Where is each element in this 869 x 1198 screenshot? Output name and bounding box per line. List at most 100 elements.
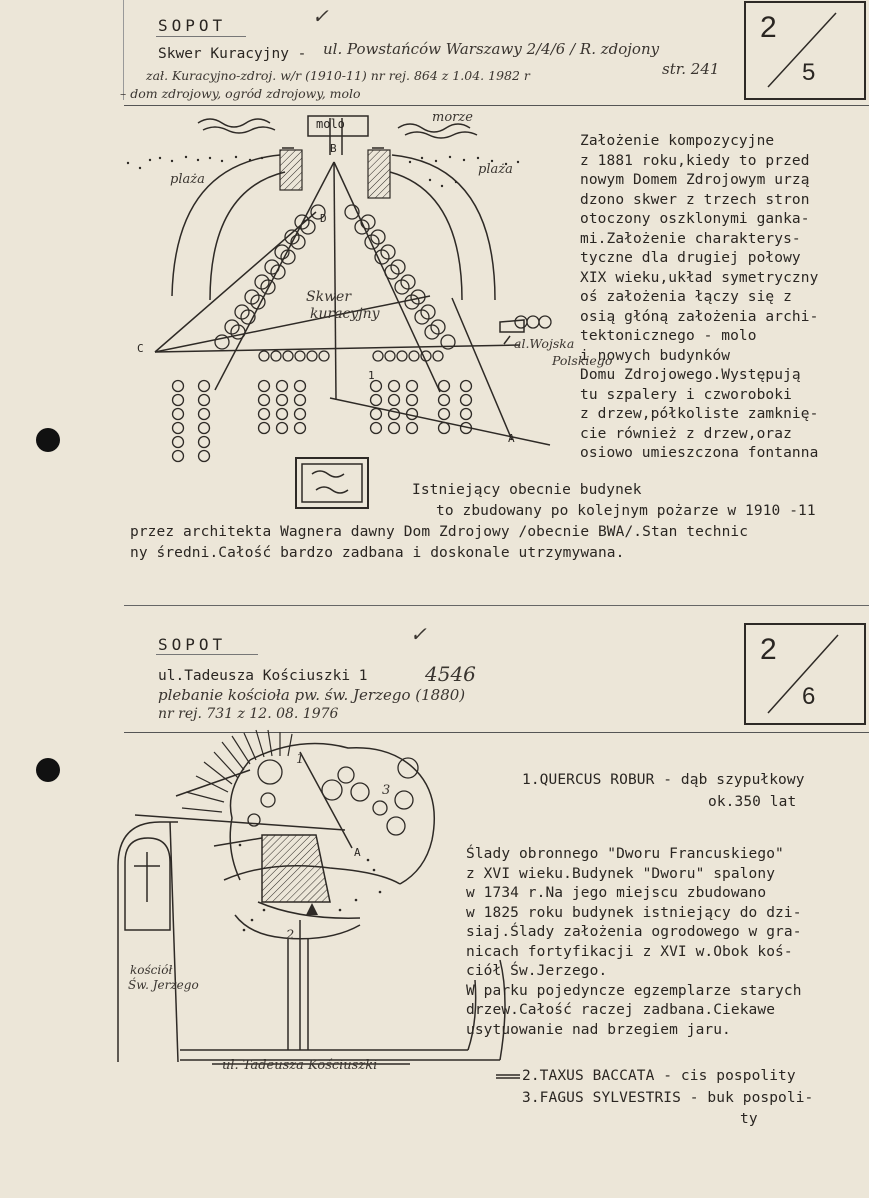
tree-symbol [293,407,307,421]
tree-symbol [387,421,401,435]
tree-symbol [374,249,390,265]
map1-label-wojska: al.Wojska [514,336,575,351]
tree-symbol [437,407,451,421]
text-line: i nowych budynków [580,347,731,364]
tree-symbol [394,790,414,810]
text-line: dzono skwer z trzech stron [580,191,810,208]
tree-symbol [257,421,271,435]
tree-symbol [244,289,260,305]
card2-hand-note-1: plebanie kościoła pw. św. Jerzego (1880) [158,686,466,704]
tree-symbol [197,421,211,435]
tree-symbol [386,816,406,836]
card1-wide-line-4: ny średni.Całość bardzo zadbana i doskon… [130,545,625,561]
card1-hand-note-1: zał. Kuracyjno-zdroj. w/r (1910-11) nr r… [146,68,530,83]
tree-symbol [197,393,211,407]
tree-symbol [387,393,401,407]
tree-symbol [405,379,419,393]
tree-symbol [459,393,473,407]
tree-symbol [354,219,370,235]
map2-label-kosciol-1: kościół [130,963,173,977]
tree-symbol [459,379,473,393]
card2-header-rule [124,732,869,733]
tree-symbol [538,315,552,329]
text-line: w 1734 r.Na jego miejscu zbudowano [466,885,767,901]
card1-number-top: 2 [760,11,777,44]
tree-symbol [294,350,306,362]
tree-symbol [318,350,330,362]
tree-symbol [234,304,250,320]
tree-symbol [437,393,451,407]
card2-species-1-b: ok.350 lat [708,794,797,810]
tree-symbol [364,234,380,250]
tree-symbol [270,264,286,280]
tree-symbol [260,792,276,808]
tree-symbol [257,393,271,407]
tree-symbol [420,350,432,362]
tree-symbol [250,294,266,310]
tree-symbol [171,449,185,463]
tree-symbol [171,407,185,421]
text-line: Ślady obronnego "Dworu Francuskiego" [466,846,784,862]
tree-symbol [410,289,426,305]
text-line: z drzew,półkoliste zamknię- [580,406,819,422]
tree-symbol [437,379,451,393]
cards-separator [124,605,869,606]
card1-hand-page: str. 241 [662,60,720,78]
text-line: osiowo umieszczona fontanna [580,445,819,461]
tree-symbol [414,309,430,325]
tree-symbol [440,334,456,350]
tree-symbol [260,279,276,295]
card1-check: ✓ [312,4,329,28]
tree-symbol [420,304,436,320]
tree-symbol [384,264,400,280]
text-line: tu szpalery i czworoboki [580,386,792,403]
map2-label-a: A [354,846,361,859]
tree-symbol [430,319,446,335]
text-line: cie również z drzew,oraz [580,425,792,442]
text-line: ciół Św.Jerzego. [466,963,608,979]
text-line: oś założenia łączy się z [580,289,792,305]
card2-number-bottom: 6 [802,683,816,710]
text-line: drzew.Całość raczej zadbana.Ciekawe [466,1002,776,1018]
text-line: w 1825 roku budynek istniejący do dzi- [466,904,802,921]
tree-symbol [437,421,451,435]
text-line: tyczne dla drugiej połowy [580,250,801,266]
text-line: mi.Założenie charakterys- [580,230,801,247]
tree-symbol [372,350,384,362]
tree-symbol [171,393,185,407]
map1-label-d: D [320,212,327,225]
card2-check: ✓ [410,622,427,646]
tree-symbol [380,244,396,260]
tree-symbol [171,435,185,449]
tree-symbol [400,274,416,290]
tree-symbol [275,379,289,393]
tree-symbol [230,324,246,340]
tree-symbol [274,244,290,260]
tree-symbol [197,379,211,393]
map1-label-molo: molo [316,117,345,131]
card1-header-rule [124,105,869,106]
tree-symbol [405,421,419,435]
map2-label-1: 1 [296,752,305,767]
map1-label-plaza-right: plaża [478,162,513,177]
card2-city-underline [156,654,258,655]
tree-symbol [270,350,282,362]
tree-symbol [293,393,307,407]
tree-symbol [247,813,261,827]
text-line: tektonicznego - molo [580,328,757,344]
punch-hole-top [36,428,60,452]
tree-symbol [424,324,440,340]
tree-symbol [294,214,310,230]
tree-symbol [240,309,256,325]
tree-symbol [394,279,410,295]
card2-city: SOPOT [158,635,227,654]
tree-symbol [257,407,271,421]
tree-symbol [197,407,211,421]
tree-symbol [254,274,270,290]
text-line: W parku pojedyncze egzemplarze starych [466,982,802,999]
card2-hand-note-2: nr rej. 731 z 12. 08. 1976 [158,706,339,722]
tree-symbol [275,407,289,421]
tree-symbol [387,407,401,421]
tree-symbol [404,294,420,310]
